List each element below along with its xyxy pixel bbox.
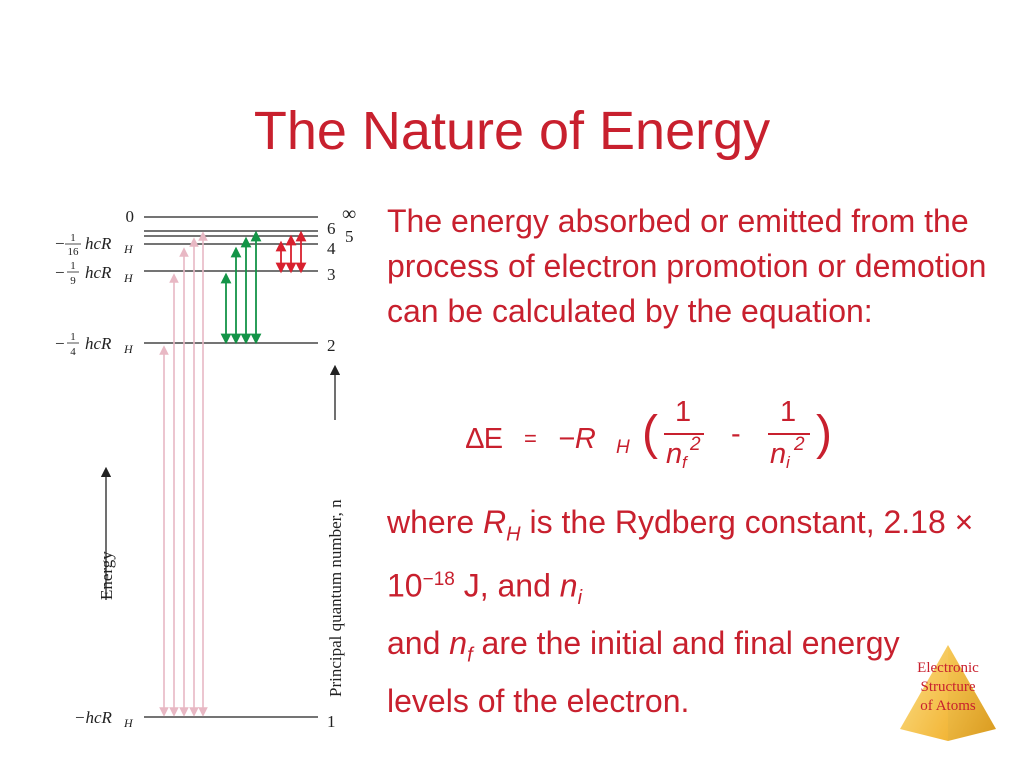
paschen-series-arrows: [275, 230, 307, 274]
badge-line-1: Electronic: [917, 660, 979, 676]
energy-axis-label: Energy: [97, 551, 116, 600]
level-3-frac-den: 9: [70, 275, 76, 287]
numerator-2: 1: [780, 396, 797, 428]
slide-title: The Nature of Energy: [253, 101, 771, 161]
chapter-badge-text: Electronic Structure of Atoms: [892, 659, 1004, 716]
level-4-energy-label: hcR: [85, 234, 112, 253]
n-2-label: 2: [327, 336, 336, 355]
chapter-badge-pyramid: [900, 645, 996, 741]
rydberg-explanation-paragraph: where RH is the Rydberg constant, 2.18 ×…: [387, 500, 987, 724]
nf-subscript: f: [467, 644, 473, 667]
level-3-frac-num: 1: [70, 260, 76, 272]
level-4-frac-num: 1: [70, 232, 76, 244]
n-6-label: 6: [327, 219, 336, 238]
quantum-axis-label: Principal quantum number, n: [326, 499, 345, 697]
equals-sign: =: [524, 426, 537, 451]
denominator-2-exp: 2: [794, 434, 805, 455]
para2-text-e: are the initial and final energy levels …: [387, 625, 900, 719]
badge-line-2: Structure: [920, 679, 976, 695]
fraction-bar-2: [768, 433, 810, 435]
minus-operator: -: [731, 418, 741, 450]
numerator-1: 1: [675, 396, 692, 428]
ni-subscript: i: [577, 587, 583, 610]
nf-symbol: n: [449, 625, 468, 662]
level-2-energy-sub: H: [123, 342, 134, 356]
rydberg-symbol: R: [483, 504, 507, 540]
denominator-2-sub: i: [786, 453, 790, 472]
energy-levels: [144, 216, 318, 718]
energy-level-diagram: 0 − 1 16 hcR H − 1 9 hcR H − 1 4 hcR H −…: [55, 203, 356, 731]
rydberg-equation: ∆E = −R H ( 1 n f 2 - 1 n i 2 ): [466, 396, 866, 476]
denominator-1-exp: 2: [690, 434, 701, 455]
denominator-1-sub: f: [682, 453, 687, 472]
fraction-bar-1: [664, 433, 704, 435]
level-3-energy-label: hcR: [85, 263, 112, 282]
n-5-label: 5: [345, 227, 354, 246]
level-4-energy-sub: H: [123, 242, 134, 256]
minus-r: −R: [558, 423, 596, 455]
level-1-energy-label: −hcR: [74, 708, 113, 727]
rydberg-subscript: H: [506, 523, 521, 546]
para2-text-a: where: [387, 504, 484, 540]
level-4-frac-den: 16: [68, 246, 80, 258]
n-4-label: 4: [327, 239, 336, 258]
n-infinity-label: ∞: [342, 203, 356, 225]
para2-text-d: and: [387, 625, 450, 662]
zero-energy-label: 0: [126, 207, 135, 226]
r-subscript: H: [616, 437, 630, 458]
n-1-label: 1: [327, 712, 336, 731]
level-2-frac-den: 4: [70, 346, 76, 358]
denominator-2-n: n: [770, 438, 787, 470]
level-4-energy-prefix: −: [55, 234, 65, 253]
exponent: −18: [422, 569, 455, 591]
open-paren: (: [642, 407, 658, 460]
badge-line-3: of Atoms: [920, 698, 976, 714]
close-paren: ): [816, 407, 832, 460]
level-2-frac-num: 1: [70, 331, 76, 343]
level-2-energy-label: hcR: [85, 334, 112, 353]
description-paragraph: The energy absorbed or emitted from the …: [387, 203, 987, 329]
para2-text-b: is the Rydberg constant, 2.18 × 10: [387, 504, 974, 605]
denominator-1-n: n: [666, 438, 683, 470]
ni-symbol: n: [559, 568, 578, 605]
level-3-energy-prefix: −: [55, 263, 65, 282]
level-2-energy-prefix: −: [55, 334, 65, 353]
level-1-energy-sub: H: [123, 716, 134, 730]
para2-text-c: J, and: [454, 568, 560, 605]
level-3-energy-sub: H: [123, 271, 134, 285]
n-3-label: 3: [327, 265, 336, 284]
lyman-series-arrows: [159, 231, 208, 717]
balmer-series-arrows: [220, 230, 262, 345]
delta-e: ∆E: [466, 423, 504, 455]
